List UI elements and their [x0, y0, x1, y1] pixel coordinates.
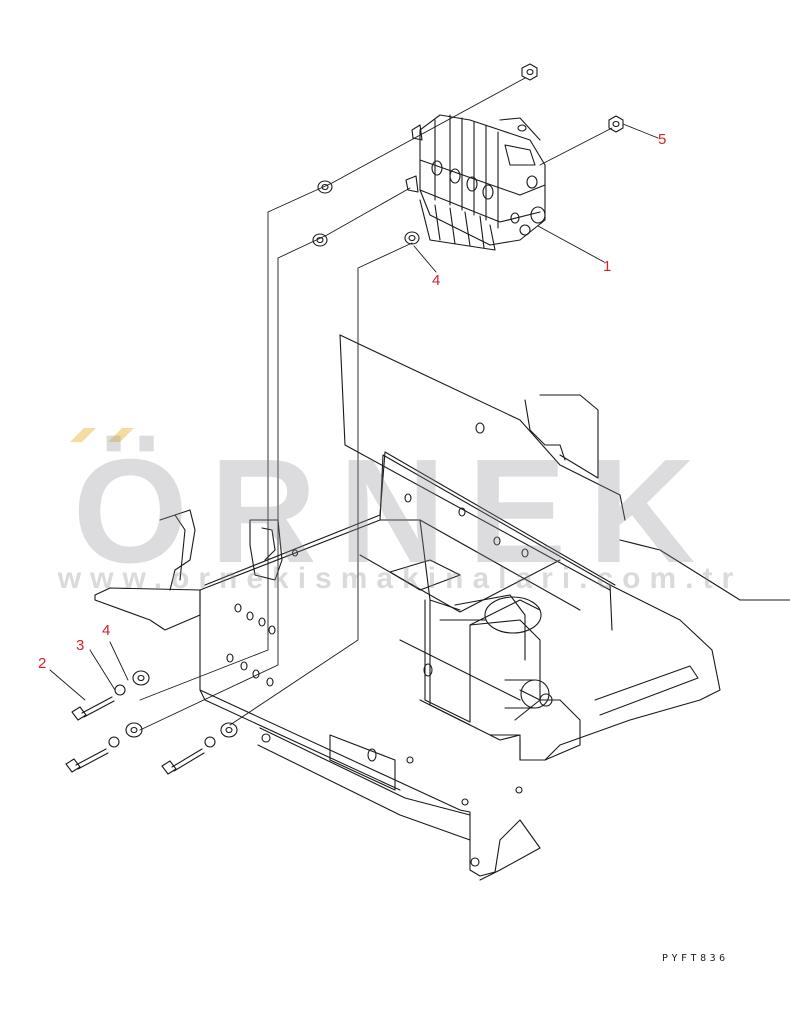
watermark-umlaut-dots — [70, 428, 134, 442]
control-valve — [405, 114, 546, 251]
bolt-assembly-1 — [71, 670, 150, 721]
watermark-logo: ÖRNEK — [72, 429, 718, 594]
callout-3: 3 — [76, 637, 85, 654]
bolt-assembly-3 — [161, 722, 238, 775]
mount-nut-3 — [404, 231, 420, 245]
nut-top — [521, 63, 538, 81]
watermark-url: www.ornekismakinalari.com.tr — [57, 562, 743, 595]
callout-1: 1 — [603, 258, 612, 275]
drawing-code: PYFT836 — [662, 953, 729, 964]
leader-lines — [49, 123, 659, 701]
callout-2: 2 — [38, 655, 47, 672]
callout-5: 5 — [658, 131, 667, 148]
mount-nut-1 — [317, 180, 333, 194]
floor-frame — [94, 334, 790, 881]
nut-right — [608, 115, 624, 133]
bolt-assembly-2 — [65, 722, 143, 773]
assembly-guide-lines — [139, 77, 613, 731]
frame-holes — [226, 422, 529, 867]
callout-4-valve: 4 — [432, 272, 441, 289]
callout-4-left: 4 — [102, 622, 111, 639]
